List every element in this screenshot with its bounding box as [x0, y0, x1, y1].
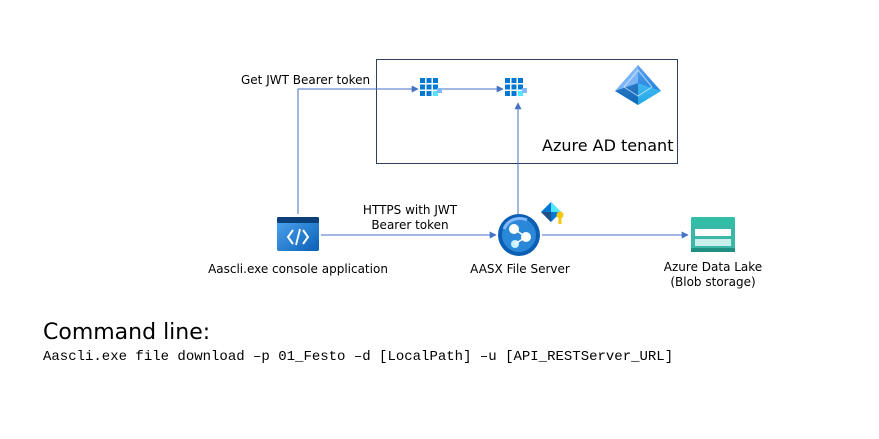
- https-edge-label-line1: HTTPS with JWT: [362, 203, 458, 217]
- azure-ad-tenant-label: Azure AD tenant: [542, 136, 674, 155]
- managed-identity-icon: [541, 202, 564, 224]
- console-app-label: Aascli.exe console application: [208, 262, 388, 276]
- file-server-label: AASX File Server: [470, 262, 570, 276]
- app-service-icon: [498, 214, 540, 256]
- azure-ad-tenant-boundary: [376, 59, 678, 164]
- https-edge-label: HTTPS with JWT Bearer token: [355, 203, 465, 233]
- https-edge-label-line2: Bearer token: [371, 218, 449, 232]
- storage-account-icon: [691, 217, 735, 252]
- app-registration-icon: [505, 78, 527, 96]
- data-lake-label-line2: (Blob storage): [670, 275, 756, 289]
- data-lake-label-line1: Azure Data Lake: [663, 260, 763, 274]
- get-token-edge: [297, 85, 419, 214]
- command-line-text: Aascli.exe file download –p 01_Festo –d …: [43, 349, 674, 365]
- app-registration-icon: [420, 78, 442, 96]
- command-line-heading: Command line:: [43, 320, 211, 345]
- get-token-edge-label: Get JWT Bearer token: [241, 73, 371, 87]
- code-window-icon: [277, 217, 319, 251]
- azure-active-directory-icon: [615, 65, 661, 105]
- data-lake-label: Azure Data Lake (Blob storage): [643, 260, 783, 290]
